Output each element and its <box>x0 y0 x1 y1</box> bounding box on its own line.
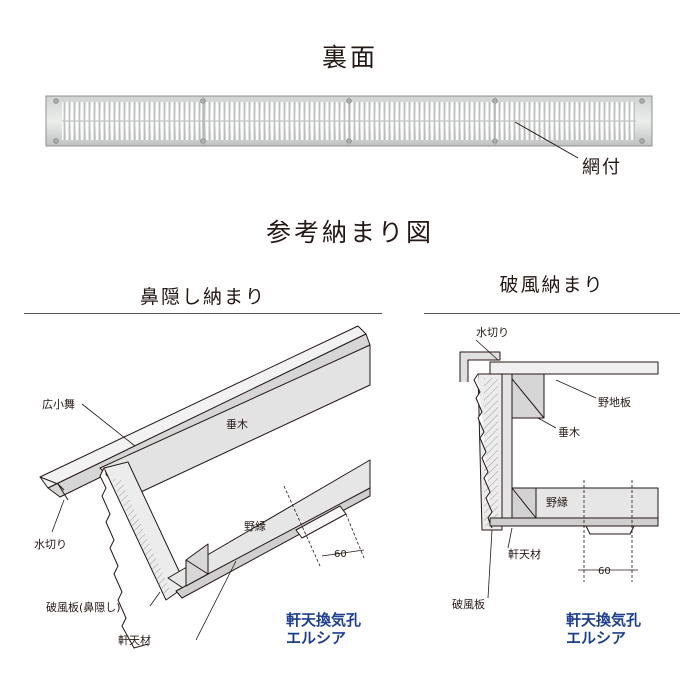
left-label-nokitenzai: 軒天材 <box>118 633 151 647</box>
right-panel-title: 破風納まり <box>499 274 605 296</box>
right-label-mizukiri: 水切り <box>476 326 509 339</box>
right-label-nokitenzai: 軒天材 <box>508 547 541 561</box>
left-dim-60: 60 <box>334 549 347 560</box>
left-label-hirokomai: 広小舞 <box>42 398 75 411</box>
right-label-nobuchi: 野縁 <box>546 495 568 509</box>
soffit-shape <box>175 487 371 599</box>
mizukiri-shape <box>459 351 501 382</box>
nojiita-shape <box>489 361 659 375</box>
left-label-nobuchi: 野縁 <box>244 519 266 533</box>
mesh-label: 網付 <box>582 157 622 178</box>
right-soffit-shape <box>489 517 659 527</box>
right-panel-rule <box>424 313 680 314</box>
right-product-name-line1: 軒天換気孔 <box>566 611 641 629</box>
left-product-name-line2: エルシア <box>286 629 346 647</box>
left-label-mizukiri: 水切り <box>34 538 67 551</box>
right-product-name-line2: エルシア <box>566 629 626 647</box>
left-panel-rule <box>24 313 382 314</box>
right-label-hafuita: 破風板 <box>452 597 485 611</box>
right-vent-shape <box>585 525 635 535</box>
left-panel-title: 鼻隠し納まり <box>139 286 266 308</box>
back-heading: 裏面 <box>321 43 378 72</box>
left-product-name-line1: 軒天換気孔 <box>286 611 361 629</box>
left-label-taruki: 垂木 <box>226 418 248 431</box>
right-label-nojiita: 野地板 <box>598 395 631 409</box>
left-label-hanakakushi: 破風板(鼻隠し) <box>46 600 121 614</box>
right-dim-60: 60 <box>598 566 611 577</box>
reference-heading: 参考納まり図 <box>265 218 434 247</box>
right-label-taruki: 垂木 <box>558 426 580 439</box>
